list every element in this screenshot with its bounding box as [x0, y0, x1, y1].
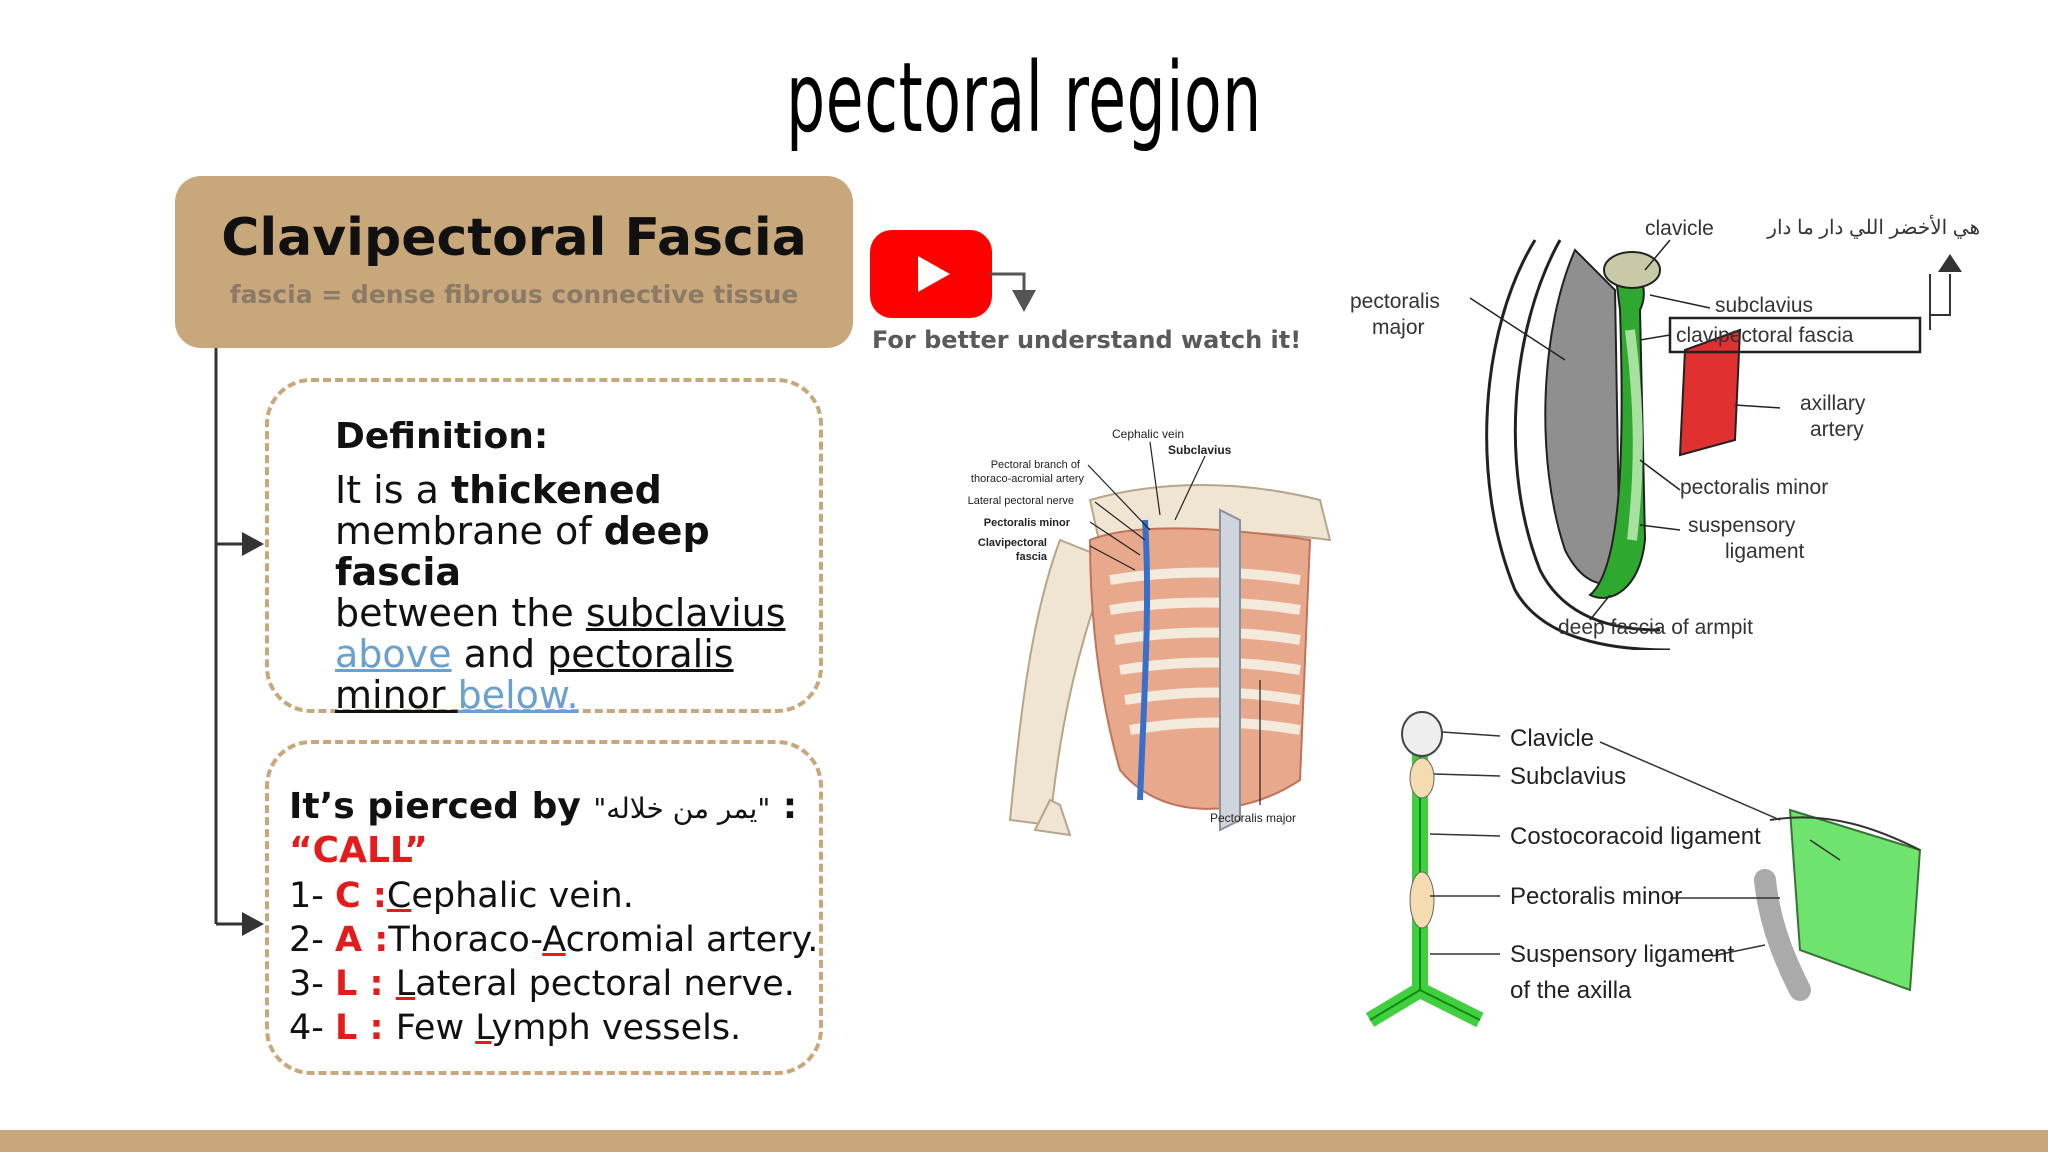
list-rest: ymph vessels.	[491, 1008, 742, 1048]
def-text-part: It is a	[335, 468, 451, 512]
fig2-label: pectoralis	[1350, 290, 1440, 313]
video-caption: For better understand watch it!	[872, 326, 1302, 354]
fig1-label: Lateral pectoral nerve	[968, 495, 1074, 507]
fig2-label: clavicle	[1645, 217, 1714, 240]
list-item: 3- L : Lateral pectoral nerve.	[289, 962, 818, 1006]
list-prefix: Thoraco-	[388, 920, 543, 960]
list-rest: ateral pectoral nerve.	[415, 964, 795, 1004]
definition-text: It is a thickened membrane of deep fasci…	[335, 470, 805, 716]
pierced-heading: It’s pierced by "يمر من خلاله" :	[289, 786, 797, 827]
fig2-label: suspensory	[1688, 514, 1796, 537]
pierced-colon: :	[770, 786, 798, 827]
def-text-underline: minor	[335, 673, 458, 717]
call-mnemonic: “CALL”	[289, 830, 428, 871]
fig1-label: Pectoral branch of	[991, 459, 1081, 471]
play-icon	[918, 256, 950, 292]
fascia-section-figure: clavicle هي الأخضر اللي دار ما دار pecto…	[1350, 214, 1980, 650]
list-letter: L :	[335, 964, 396, 1004]
def-text-part: between the	[335, 591, 586, 635]
list-rest: ephalic vein.	[411, 876, 634, 916]
def-text-bold: deep fascia	[335, 509, 710, 594]
fig1-label: fascia	[1016, 551, 1048, 563]
youtube-play-icon[interactable]	[870, 230, 992, 318]
arrow-right-icon	[242, 532, 264, 556]
pierced-list: 1- C :Cephalic vein. 2- A :Thoraco-Acrom…	[289, 874, 818, 1050]
fig1-label: Clavipectoral	[978, 537, 1047, 549]
def-text-bold: thickened	[451, 468, 662, 512]
fig2-label: major	[1372, 316, 1425, 339]
header-title: Clavipectoral Fascia	[221, 208, 807, 268]
fig2-label: deep fascia of armpit	[1558, 616, 1753, 639]
shoulder-anatomy-figure: Cephalic vein Subclavius Pectoral branch…	[968, 427, 1332, 837]
pierced-arabic-text: "يمر من خلاله"	[593, 792, 771, 825]
list-number: 1-	[289, 876, 336, 916]
list-letter: L :	[335, 1008, 396, 1048]
fig3-label: of the axilla	[1510, 977, 1632, 1004]
footer-bar	[0, 1130, 2048, 1152]
list-item: 1- C :Cephalic vein.	[289, 874, 818, 918]
fig1-label: Cephalic vein	[1112, 427, 1184, 441]
def-text-underline: pectoralis	[547, 632, 734, 676]
list-number: 3-	[289, 964, 336, 1004]
def-text-blue: below.	[457, 673, 579, 717]
fig1-label: thoraco-acromial artery	[971, 473, 1085, 485]
header-box: Clavipectoral Fascia fascia = dense fibr…	[175, 176, 853, 348]
fig2-label: ligament	[1725, 540, 1805, 563]
fig2-label: pectoralis minor	[1680, 476, 1828, 499]
list-number: 2-	[289, 920, 336, 960]
list-letter: C :	[335, 876, 387, 916]
arrow-down-icon	[990, 272, 1036, 312]
fig1-label: Pectoralis major	[1210, 811, 1296, 825]
def-text-blue: above	[335, 632, 452, 676]
list-first-letter: A	[542, 920, 566, 960]
list-number: 4-	[289, 1008, 336, 1048]
definition-box: Definition: It is a thickened membrane o…	[265, 378, 823, 716]
fig2-label: subclavius	[1715, 294, 1813, 317]
list-first-letter: L	[475, 1008, 492, 1048]
list-rest: cromial artery.	[565, 920, 819, 960]
fig3-label: Pectoralis minor	[1510, 883, 1682, 910]
def-text-part: membrane of	[335, 509, 604, 553]
list-letter: A :	[335, 920, 389, 960]
fig2-arabic-note: هي الأخضر اللي دار ما دار	[1766, 214, 1980, 239]
pierced-heading-text: It’s pierced by	[289, 786, 594, 827]
fig3-label: Clavicle	[1510, 725, 1594, 752]
list-first-letter: L	[395, 964, 416, 1004]
list-item: 4- L : Few Lymph vessels.	[289, 1006, 818, 1050]
list-first-letter: C	[386, 876, 412, 916]
arrow-right-icon	[242, 912, 264, 936]
page-title: pectoral region	[786, 42, 1262, 154]
green-fascia-figure: Clavicle Subclavius Costocoracoid ligame…	[1365, 711, 1922, 1028]
pierced-box: It’s pierced by "يمر من خلاله" : “CALL” …	[265, 740, 823, 1075]
fig1-label: Subclavius	[1168, 443, 1232, 457]
header-subtitle: fascia = dense fibrous connective tissue	[229, 280, 799, 309]
fig3-label: Subclavius	[1510, 763, 1626, 790]
fig2-label: artery	[1810, 418, 1864, 441]
definition-heading: Definition:	[335, 416, 549, 457]
def-text-part: and	[451, 632, 548, 676]
fig3-label: Suspensory ligament	[1510, 941, 1734, 968]
fig2-label: axillary	[1800, 392, 1866, 415]
fig3-label: Costocoracoid ligament	[1510, 823, 1761, 850]
def-text-underline: subclavius	[585, 591, 786, 635]
fig1-label: Pectoralis minor	[984, 517, 1071, 529]
list-item: 2- A :Thoraco-Acromial artery.	[289, 918, 818, 962]
list-prefix: Few	[395, 1008, 476, 1048]
fig2-label: clavipectoral fascia	[1676, 324, 1854, 347]
connector-lines	[214, 348, 264, 936]
